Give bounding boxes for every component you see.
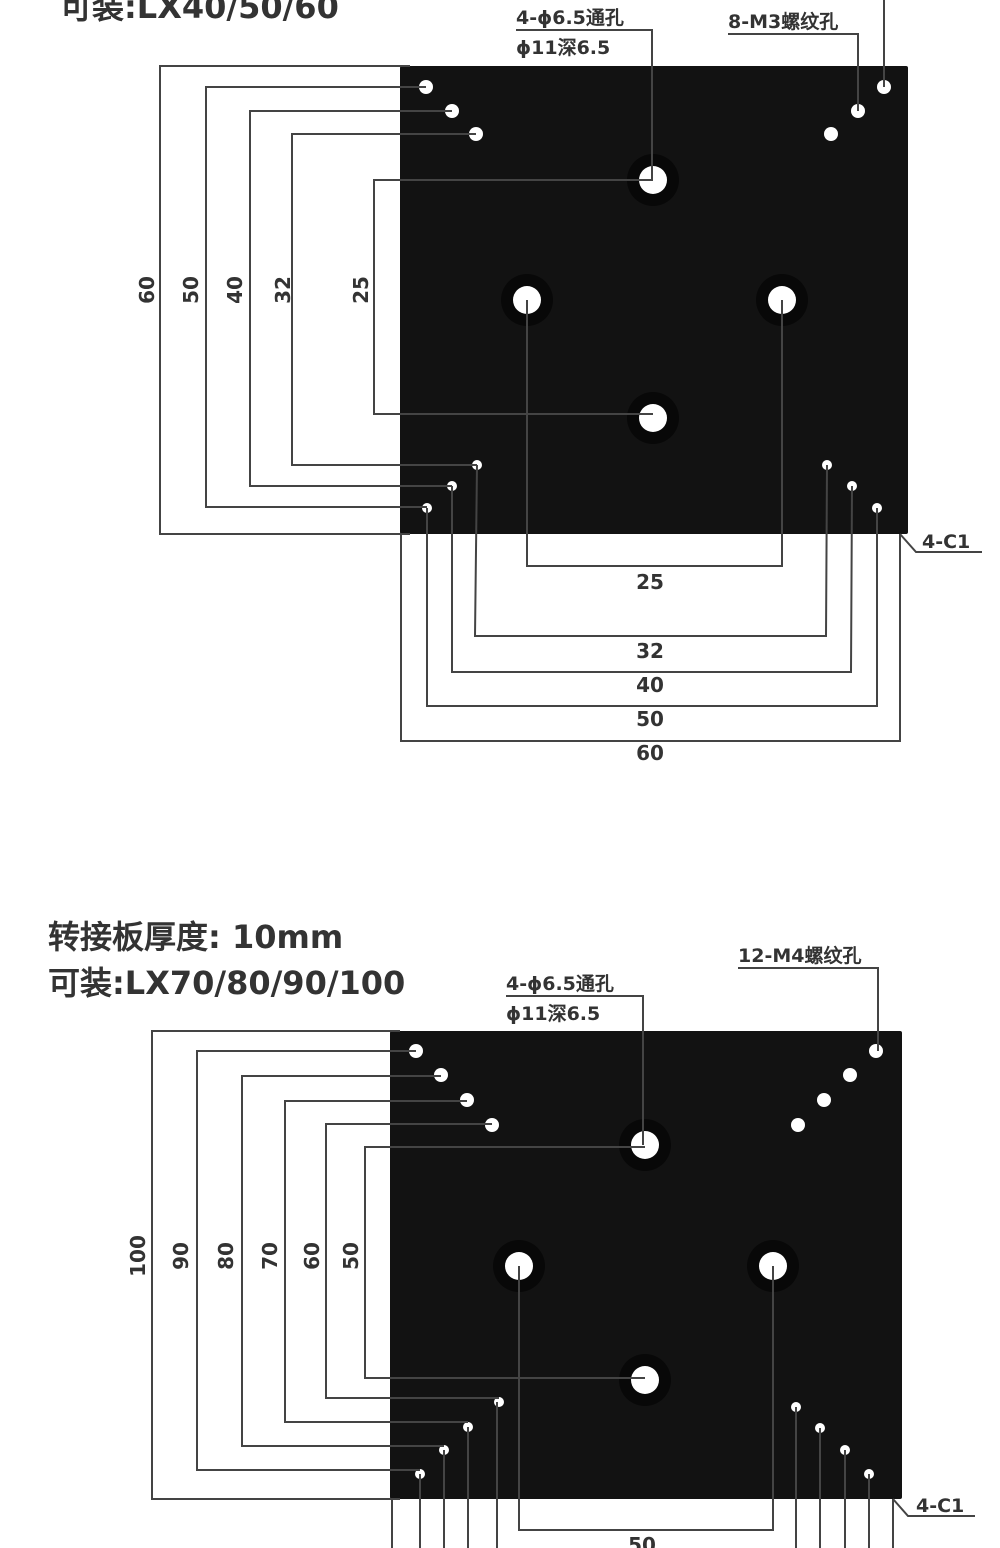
top-large-hole-bottom <box>627 392 679 444</box>
plate-thickness-heading: 转接板厚度: 10mm <box>48 918 344 956</box>
top-hdim-label: 40 <box>636 673 664 697</box>
bottom-vdim-label: 90 <box>169 1242 193 1270</box>
top-hdim-bracket <box>400 534 901 742</box>
top-thread-hole <box>824 127 838 141</box>
top-vdim-label: 32 <box>271 276 295 304</box>
top-large-hole-depth-label: ϕ11深6.5 <box>516 36 610 59</box>
top-vdim-label: 25 <box>349 276 373 304</box>
bottom-vdim-label: 70 <box>258 1242 282 1270</box>
bottom-vdim-label: 50 <box>339 1242 363 1270</box>
top-heading-partial: 可装:LX40/50/60 <box>60 0 339 26</box>
top-vdim-label: 50 <box>179 276 203 304</box>
top-vdim-label: 40 <box>223 276 247 304</box>
bottom-thread-leader <box>738 967 879 1051</box>
top-hdim-label: 25 <box>636 570 664 594</box>
top-hdim-bracket <box>426 508 878 707</box>
bottom-plate-group: 100 90 80 70 60 50 50 4-ϕ6.5通孔 ϕ11深6.5 1… <box>126 944 975 1548</box>
top-vdim-bracket <box>159 65 410 535</box>
bottom-vdim-bracket <box>151 1030 400 1500</box>
bottom-vdim-bracket <box>364 1146 645 1379</box>
bottom-vdim-label: 60 <box>300 1242 324 1270</box>
bottom-vdim-bracket <box>241 1075 444 1447</box>
top-vdim-label: 60 <box>135 276 159 304</box>
bottom-thread-label: 12-M4螺纹孔 <box>738 944 861 967</box>
bottom-vdim-bracket <box>196 1050 420 1471</box>
top-vdim-bracket <box>291 133 477 466</box>
bottom-large-hole-bottom <box>619 1354 671 1406</box>
top-hdim-label: 32 <box>636 639 664 663</box>
bottom-chamfer-leader <box>892 1498 975 1517</box>
top-hdim-bracket <box>526 300 783 567</box>
bottom-large-hole-top <box>619 1119 671 1171</box>
top-large-hole-label: 4-ϕ6.5通孔 <box>516 7 624 29</box>
bottom-large-hole-depth-label: ϕ11深6.5 <box>506 1002 600 1025</box>
bottom-hdim-label: 50 <box>628 1533 656 1548</box>
bottom-vdim-bracket <box>284 1100 468 1423</box>
top-large-hole-leader <box>516 29 653 180</box>
compatible-models-heading: 可装:LX70/80/90/100 <box>48 964 406 1002</box>
bottom-thread-hole <box>843 1068 857 1082</box>
top-thread-label: 8-M3螺纹孔 <box>728 10 838 33</box>
bottom-hdim-bracket <box>518 1266 774 1531</box>
bottom-vdim-label: 100 <box>126 1235 150 1277</box>
bottom-vdim-label: 80 <box>214 1242 238 1270</box>
top-plate-group: 60 50 40 32 25 25 32 40 50 60 4-ϕ6.5通孔 ϕ… <box>135 0 982 765</box>
top-hdim-label: 60 <box>636 741 664 765</box>
bottom-vdim-bracket <box>325 1123 499 1399</box>
top-thread-leader <box>728 33 859 111</box>
bottom-thread-hole <box>791 1118 805 1132</box>
top-vdim-bracket <box>205 86 427 508</box>
top-hdim-bracket <box>473 464 828 637</box>
bottom-chamfer-label: 4-C1 <box>916 1495 964 1517</box>
bottom-thread-hole <box>817 1093 831 1107</box>
top-vdim-bracket <box>373 179 653 415</box>
top-hdim-bracket <box>451 485 853 673</box>
top-chamfer-label: 4-C1 <box>922 531 970 553</box>
bottom-thread-hole <box>869 1044 883 1058</box>
bottom-large-hole-leader <box>506 995 644 1145</box>
top-chamfer-leader <box>899 533 982 553</box>
bottom-large-hole-label: 4-ϕ6.5通孔 <box>506 973 614 995</box>
top-vdim-bracket <box>249 110 452 487</box>
top-hdim-label: 50 <box>636 707 664 731</box>
